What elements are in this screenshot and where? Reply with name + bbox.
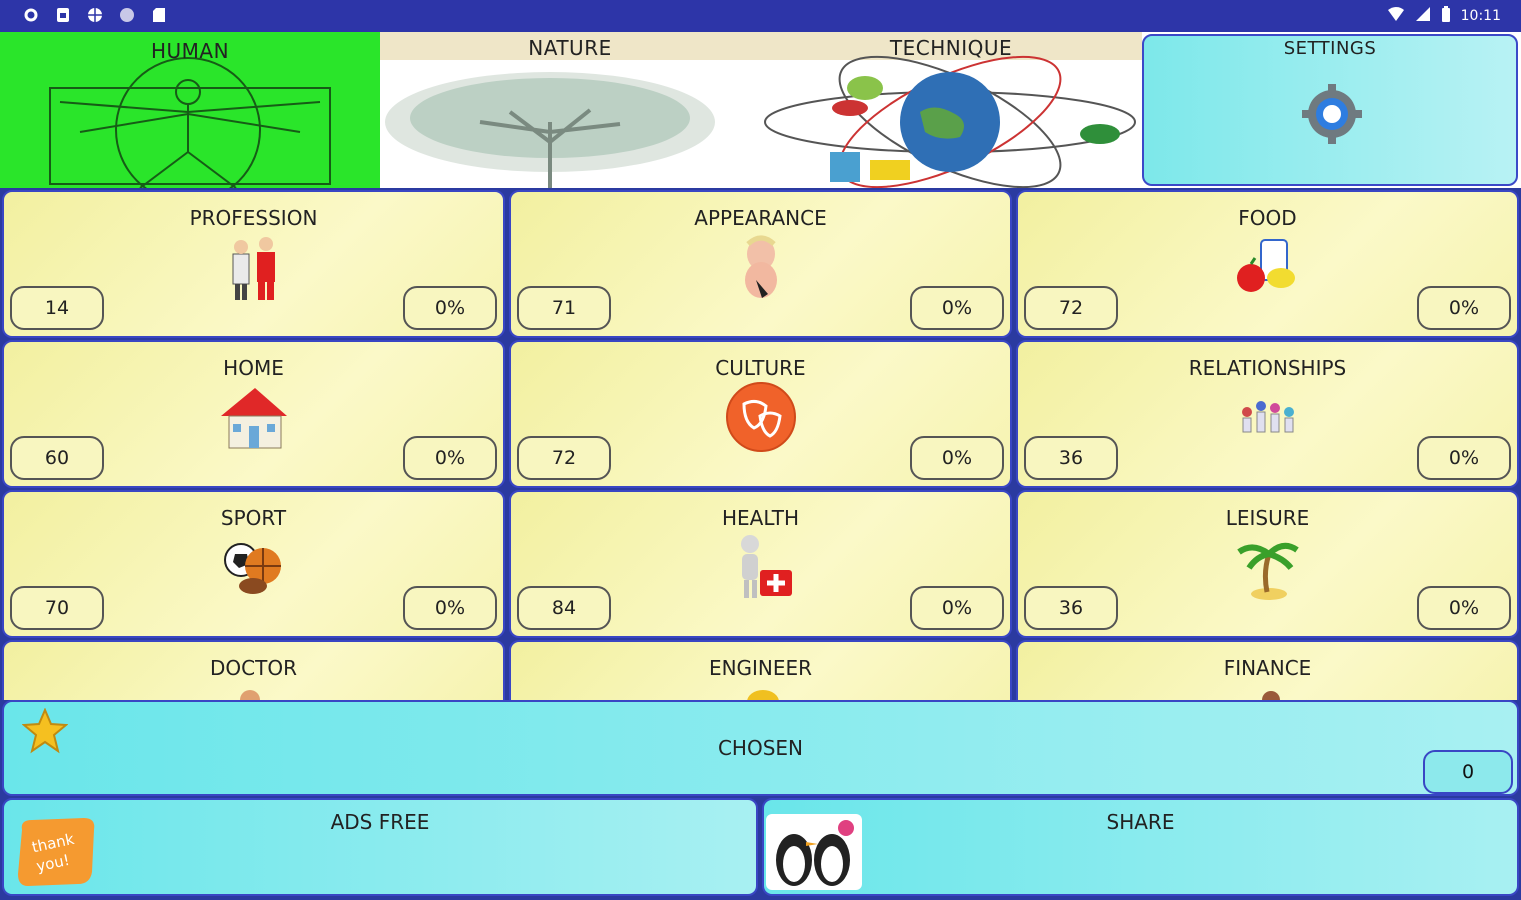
category-card-profession[interactable]: PROFESSION 14 0%: [2, 190, 505, 338]
category-card-leisure[interactable]: LEISURE 36 0%: [1016, 490, 1519, 638]
category-title: RELATIONSHIPS: [1188, 356, 1347, 380]
ads-free-button[interactable]: thank you! ADS FREE: [2, 798, 758, 896]
penguins-icon: [766, 814, 862, 890]
tab-human-label: HUMAN: [150, 39, 230, 63]
tab-nature[interactable]: NATURE: [380, 32, 760, 188]
clock-text: 10:11: [1460, 8, 1501, 24]
category-card-health[interactable]: HEALTH 84 0%: [509, 490, 1012, 638]
star-icon: [22, 708, 68, 754]
progress-percent: 0%: [1417, 286, 1511, 330]
progress-percent: 0%: [1417, 436, 1511, 480]
category-card-doctor[interactable]: DOCTOR: [2, 640, 505, 700]
progress-percent: 0%: [910, 286, 1004, 330]
category-card-finance[interactable]: FINANCE: [1016, 640, 1519, 700]
category-card-sport[interactable]: SPORT 70 0%: [2, 490, 505, 638]
category-card-appearance[interactable]: APPEARANCE 71 0%: [509, 190, 1012, 338]
theater-masks-icon: [725, 382, 796, 452]
category-title: PROFESSION: [189, 206, 318, 230]
category-title: CULTURE: [715, 356, 806, 380]
category-card-engineer[interactable]: ENGINEER: [509, 640, 1012, 700]
vitruvian-man-icon: [49, 57, 331, 188]
word-count: 36: [1024, 436, 1118, 480]
house-icon: [220, 388, 287, 449]
word-count: 84: [517, 586, 611, 630]
progress-percent: 0%: [1417, 586, 1511, 630]
finance-icon: [1262, 691, 1280, 700]
circle-icon: [118, 6, 136, 24]
category-grid: PROFESSION 14 0% APPEARANCE 71 0% FOOD: [0, 188, 1521, 700]
sport-balls-icon: [223, 543, 281, 594]
sd-card-icon: [150, 6, 168, 24]
progress-percent: 0%: [910, 436, 1004, 480]
globe-icon: [86, 6, 104, 24]
thank-you-badge-icon: thank you!: [18, 818, 95, 886]
chosen-count: 0: [1423, 750, 1513, 794]
tab-settings[interactable]: SETTINGS: [1142, 34, 1518, 186]
word-count: 60: [10, 436, 104, 480]
first-aid-icon: [740, 535, 792, 598]
progress-percent: 0%: [403, 586, 497, 630]
word-count: 71: [517, 286, 611, 330]
sim-icon: [54, 6, 72, 24]
wifi-icon: [1387, 6, 1405, 26]
progress-percent: 0%: [403, 286, 497, 330]
status-bar: 10:11: [0, 0, 1521, 32]
share-label: SHARE: [1106, 810, 1175, 834]
tab-human[interactable]: HUMAN: [0, 32, 380, 188]
progress-percent: 0%: [403, 436, 497, 480]
progress-percent: 0%: [910, 586, 1004, 630]
category-title: DOCTOR: [210, 656, 297, 680]
category-title: APPEARANCE: [694, 206, 827, 230]
category-title: LEISURE: [1225, 506, 1310, 530]
atom-earth-icon: [764, 55, 1136, 188]
category-card-home[interactable]: HOME 60 0%: [2, 340, 505, 488]
share-button[interactable]: SHARE: [762, 798, 1519, 896]
ads-free-label: ADS FREE: [330, 810, 430, 834]
word-count: 14: [10, 286, 104, 330]
chosen-label: CHOSEN: [717, 736, 804, 760]
category-title: FOOD: [1238, 206, 1297, 230]
doctor-icon: [240, 690, 260, 700]
family-icon: [1241, 401, 1294, 433]
gear-icon: [1302, 84, 1362, 144]
battery-icon: [1441, 6, 1451, 26]
tab-nature-label: NATURE: [528, 36, 612, 60]
professions-icon: [232, 237, 275, 300]
food-icon: [1236, 239, 1295, 292]
settings-icon: [22, 6, 40, 24]
tab-technique-label: TECHNIQUE: [889, 36, 1013, 60]
word-count: 36: [1024, 586, 1118, 630]
tree-icon: [385, 72, 715, 188]
category-title: ENGINEER: [708, 656, 813, 680]
category-card-food[interactable]: FOOD 72 0%: [1016, 190, 1519, 338]
palm-tree-icon: [1236, 542, 1299, 600]
category-tabs: HUMAN NATURE TECHNIQUE SETTINGS: [0, 32, 1521, 188]
appearance-icon: [744, 235, 777, 298]
tab-technique[interactable]: TECHNIQUE: [760, 32, 1142, 188]
category-title: HOME: [223, 356, 284, 380]
tab-settings-label: SETTINGS: [1283, 38, 1377, 59]
chosen-button[interactable]: CHOSEN 0: [2, 700, 1519, 796]
category-card-culture[interactable]: CULTURE 72 0%: [509, 340, 1012, 488]
engineer-icon: [747, 690, 779, 700]
signal-icon: [1415, 6, 1431, 26]
word-count: 72: [517, 436, 611, 480]
word-count: 70: [10, 586, 104, 630]
category-title: HEALTH: [721, 506, 799, 530]
category-card-relationships[interactable]: RELATIONSHIPS 36 0%: [1016, 340, 1519, 488]
category-title: SPORT: [220, 506, 287, 530]
word-count: 72: [1024, 286, 1118, 330]
category-title: FINANCE: [1223, 656, 1312, 680]
